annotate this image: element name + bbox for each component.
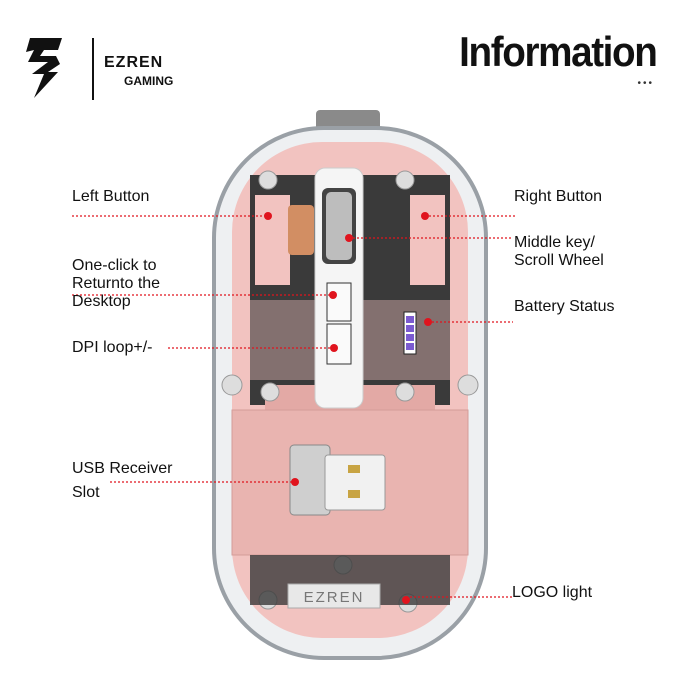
label-return-desktop: One-click to Returnto the Desktop xyxy=(72,257,160,311)
lightning-bolt-icon xyxy=(26,38,62,98)
label-line: Desktop xyxy=(72,293,131,310)
brand-divider xyxy=(92,38,94,100)
label-dpi: DPI loop+/- xyxy=(72,339,153,356)
title-ellipsis: ••• xyxy=(637,78,654,89)
logo-plate xyxy=(287,583,381,609)
label-battery: Battery Status xyxy=(514,298,615,315)
label-line: Middle key/ xyxy=(514,234,595,251)
leader-lines xyxy=(72,215,515,598)
label-line: One-click to xyxy=(72,257,157,274)
encoder xyxy=(288,205,314,255)
left-switch-arm xyxy=(255,195,290,285)
desktop-button xyxy=(326,282,352,322)
label-middle-key: Middle key/ Scroll Wheel xyxy=(514,234,604,270)
dpi-button xyxy=(326,323,352,365)
label-right-button: Right Button xyxy=(514,188,603,205)
marker-dots xyxy=(264,212,432,604)
right-switch-arm xyxy=(410,195,445,285)
label-left-button: Left Button xyxy=(72,188,150,205)
page-title: Information xyxy=(458,28,658,75)
brand-name: EZREN xyxy=(104,54,164,71)
label-logo-light: LOGO light xyxy=(512,584,593,601)
label-usb: USB Receiver Slot xyxy=(72,457,172,505)
label-line: Scroll Wheel xyxy=(514,252,604,269)
label-line: USB Receiver xyxy=(72,460,173,477)
label-line: Slot xyxy=(72,484,100,501)
logo-plate-text: EZREN xyxy=(304,589,365,606)
label-line: Returnto the xyxy=(72,275,161,292)
brand-subtitle: GAMING xyxy=(124,74,174,88)
